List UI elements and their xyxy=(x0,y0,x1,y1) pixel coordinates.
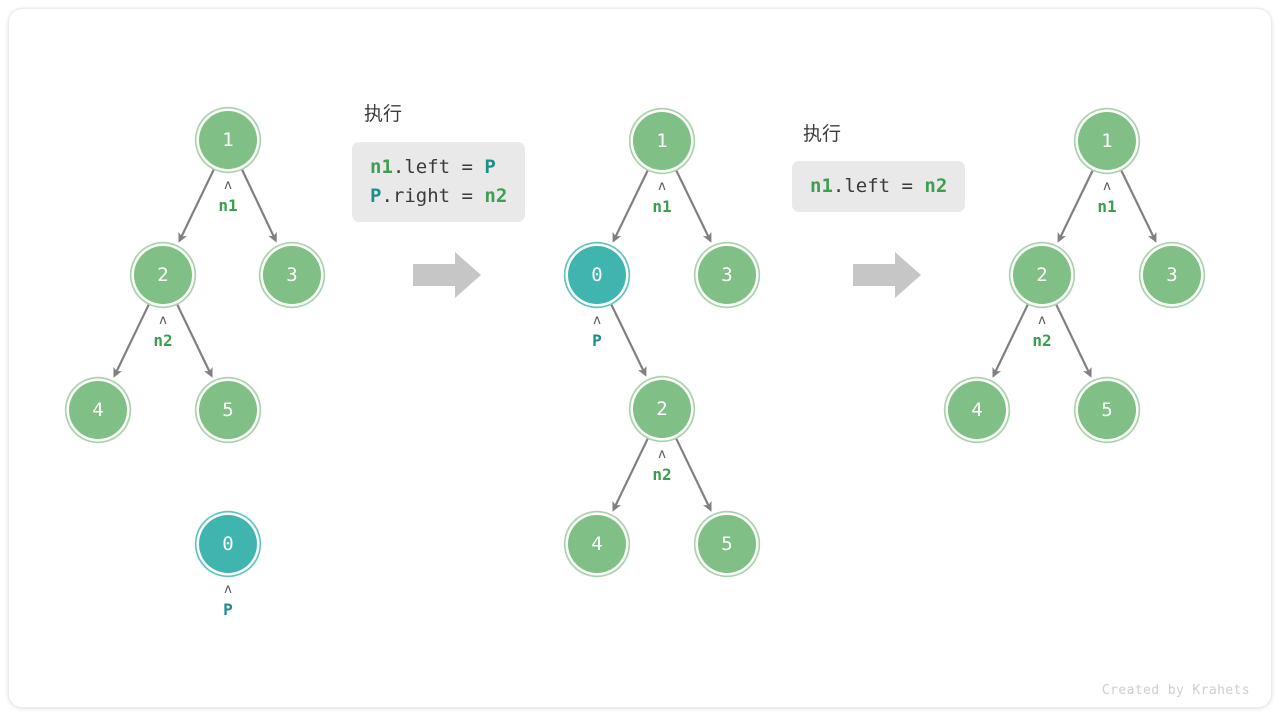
tree-node-5: 5 xyxy=(698,515,756,573)
pointer-label-text: P xyxy=(592,331,602,350)
code-line: n1.left = n2 xyxy=(810,172,947,201)
code-block: n1.left = n2 xyxy=(792,161,966,212)
tree-node-1: 1 xyxy=(1078,112,1136,170)
pointer-label-n1: ʌ n1 xyxy=(1097,179,1117,217)
code-token: n2 xyxy=(924,175,948,197)
tree-node-4: 4 xyxy=(948,381,1006,439)
pointer-label-n1: ʌ n1 xyxy=(652,179,672,217)
code-token: n2 xyxy=(484,185,508,207)
pointer-label-text: n2 xyxy=(1032,331,1052,350)
diagram-card xyxy=(8,8,1272,708)
pointer-label-text: n1 xyxy=(1097,197,1117,216)
tree-node-4: 4 xyxy=(69,381,127,439)
pointer-label-text: P xyxy=(223,600,233,619)
caret-up-icon: ʌ xyxy=(224,178,232,193)
code-token: n1 xyxy=(810,175,833,197)
pointer-label-text: n2 xyxy=(652,465,672,484)
watermark-credit: Created by Krahets xyxy=(1101,683,1250,698)
caret-up-icon: ʌ xyxy=(1103,179,1111,194)
tree-node-2: 2 xyxy=(1013,246,1071,304)
caret-up-icon: ʌ xyxy=(658,447,666,462)
pointer-label-n2: ʌ n2 xyxy=(652,447,672,485)
tree-node-3: 3 xyxy=(1143,246,1201,304)
caret-up-icon: ʌ xyxy=(159,313,167,328)
exec-caption: 执行 xyxy=(364,103,403,125)
caret-up-icon: ʌ xyxy=(658,179,666,194)
code-token: .right = xyxy=(381,185,485,207)
code-token: P xyxy=(484,156,496,178)
tree-node-4: 4 xyxy=(568,515,626,573)
tree-node-0: 0 xyxy=(199,515,257,573)
caret-up-icon: ʌ xyxy=(224,582,232,597)
tree-node-3: 3 xyxy=(263,246,321,304)
tree-node-0: 0 xyxy=(568,246,626,304)
pointer-label-text: n2 xyxy=(153,331,173,350)
pointer-label-text: n1 xyxy=(652,197,672,216)
pointer-label-text: n1 xyxy=(218,196,238,215)
tree-node-5: 5 xyxy=(1078,381,1136,439)
code-line: n1.left = P xyxy=(370,153,507,182)
caret-up-icon: ʌ xyxy=(593,313,601,328)
pointer-label-n2: ʌ n2 xyxy=(153,313,173,351)
caret-up-icon: ʌ xyxy=(1038,313,1046,328)
pointer-label-n2: ʌ n2 xyxy=(1032,313,1052,351)
code-line: P.right = n2 xyxy=(370,182,507,211)
code-token: .left = xyxy=(832,175,925,197)
tree-node-2: 2 xyxy=(633,380,691,438)
exec-caption: 执行 xyxy=(803,123,842,145)
tree-node-3: 3 xyxy=(698,246,756,304)
pointer-label-n1: ʌ n1 xyxy=(218,178,238,216)
code-token: P xyxy=(370,185,382,207)
tree-node-1: 1 xyxy=(199,111,257,169)
code-token: .left = xyxy=(392,156,485,178)
tree-node-2: 2 xyxy=(134,246,192,304)
code-token: n1 xyxy=(370,156,393,178)
tree-node-1: 1 xyxy=(633,112,691,170)
tree-node-5: 5 xyxy=(199,381,257,439)
